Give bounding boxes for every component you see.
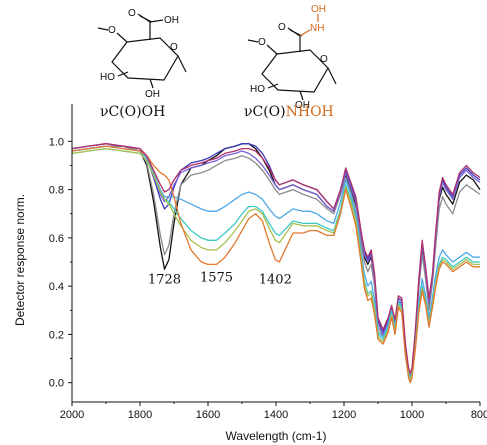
- atom-o-methoxy-2: O: [258, 37, 266, 48]
- label-hydroxamic-accent: NHOH: [286, 104, 334, 120]
- y-axis-title: Detector response norm.: [13, 194, 27, 326]
- x-tick-label: 2000: [60, 409, 84, 421]
- x-tick-label: 1400: [264, 409, 288, 421]
- y-tick-label: 0.2: [49, 329, 64, 341]
- axes: 2000 1800 1600 1400 1200 1000 800 0.0 0.2 0.4 0.6 0…: [49, 104, 487, 421]
- x-axis-title: Wavelength (cm-1): [226, 429, 327, 443]
- atom-ho: HO: [100, 72, 115, 83]
- x-tick-label: 1600: [196, 409, 220, 421]
- x-tick-label: 800: [471, 409, 487, 421]
- x-tick-label: 1000: [400, 409, 424, 421]
- peak-label: 1728: [148, 273, 181, 288]
- y-tick-label: 1.0: [49, 136, 64, 148]
- atom-nh: NH: [310, 23, 324, 34]
- series-line-1: [71, 143, 481, 379]
- label-hydroxamic-acid: νC(O)NHOH: [244, 104, 334, 120]
- structure-carboxylic-acid: O O O OH HO OH νC(O)OH: [97, 8, 187, 120]
- y-tick-label: 0.4: [49, 281, 64, 293]
- x-tick-label: 1200: [332, 409, 356, 421]
- peak-label: 1575: [200, 270, 233, 285]
- structure-hydroxamic-acid: O O O NH OH HO OH νC(O)NHOH: [244, 4, 337, 120]
- atom-o-ring: O: [170, 42, 178, 53]
- atom-oh-acid: OH: [164, 15, 179, 26]
- y-tick-label: 0.0: [49, 378, 64, 390]
- series-line-2: [71, 145, 481, 379]
- series-line-9: [71, 143, 481, 374]
- series-line-7: [71, 147, 480, 381]
- atom-oh-bottom: OH: [145, 89, 160, 100]
- y-tick-label: 0.8: [49, 185, 64, 197]
- label-hydroxamic-prefix: νC(O): [244, 104, 286, 120]
- atom-oh-hydroxamic: OH: [311, 4, 326, 15]
- atom-o-ring-2: O: [320, 54, 328, 65]
- atom-o-carbonyl: O: [128, 8, 136, 19]
- x-tick-label: 1800: [128, 409, 152, 421]
- atom-oh-bottom-2: OH: [295, 100, 310, 111]
- atom-o-methoxy: O: [108, 25, 116, 36]
- series-line-5: [71, 145, 480, 379]
- y-tick-label: 0.6: [49, 233, 64, 245]
- label-carboxylic-acid: νC(O)OH: [100, 104, 165, 120]
- atom-ho-2: HO: [250, 84, 265, 95]
- plot-area: [71, 143, 481, 384]
- atom-o-carbonyl-2: O: [278, 22, 286, 33]
- series-line-6: [71, 147, 480, 379]
- peak-label: 1402: [259, 273, 292, 288]
- series-line-8: [71, 145, 480, 384]
